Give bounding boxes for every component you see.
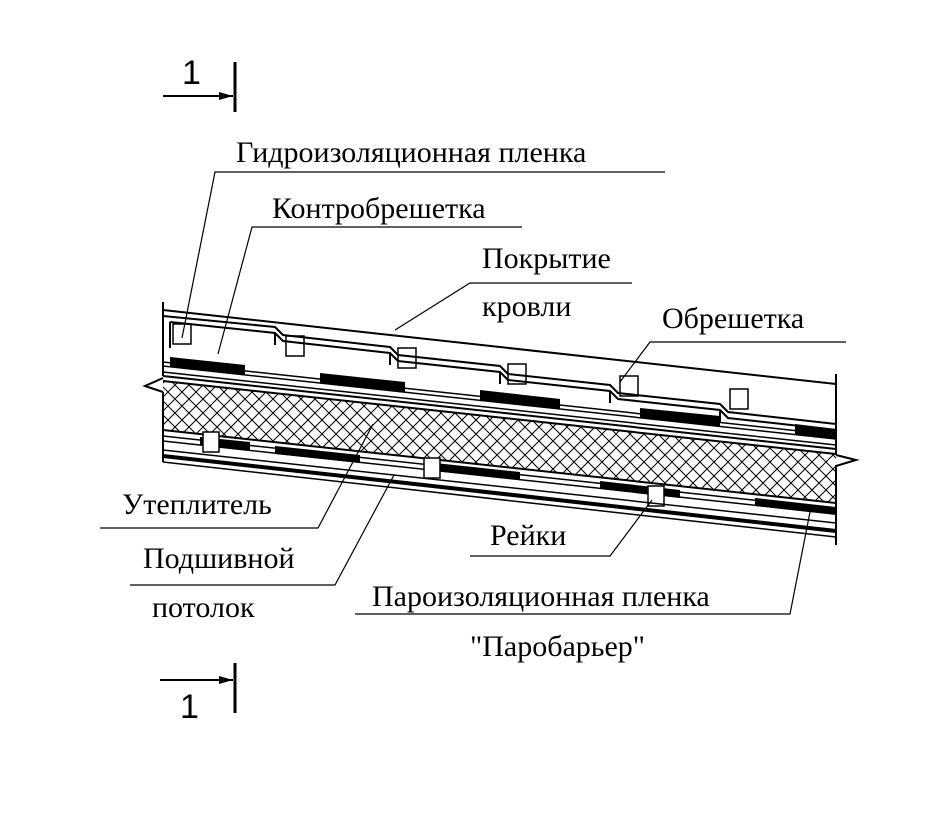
label-roof-covering-1: Покрытие bbox=[482, 242, 611, 275]
section-number-bottom: 1 bbox=[180, 688, 199, 726]
counter-batten-strips bbox=[170, 357, 836, 439]
leader-lines bbox=[100, 171, 846, 615]
slat-boxes bbox=[202, 431, 665, 507]
break-mark-right bbox=[835, 454, 860, 467]
section-marker-top: 1 bbox=[163, 54, 237, 112]
label-vapor-film-1: Пароизоляционная пленка bbox=[372, 580, 710, 613]
label-waterproofing-film: Гидроизоляционная пленка bbox=[236, 136, 586, 169]
label-ceiling-1: Подшивной bbox=[143, 542, 295, 575]
label-ceiling-2: потолок bbox=[152, 591, 255, 624]
section-number-top: 1 bbox=[182, 54, 201, 92]
label-slats: Рейки bbox=[490, 519, 566, 552]
label-insulation: Утеплитель bbox=[122, 488, 272, 521]
section-marker-bottom: 1 bbox=[160, 663, 237, 726]
label-batten: Обрешетка bbox=[662, 302, 804, 335]
waterproofing-film-layer bbox=[162, 361, 837, 450]
battens bbox=[172, 323, 749, 410]
insulation-layer bbox=[162, 380, 837, 504]
roof-covering bbox=[162, 309, 837, 431]
vapor-barrier-ceiling bbox=[162, 449, 837, 538]
label-counter-batten: Контробрешетка bbox=[272, 192, 486, 225]
label-vapor-film-2: "Паробарьер" bbox=[470, 630, 645, 663]
break-mark-left bbox=[142, 377, 164, 393]
label-roof-covering-2: кровли bbox=[482, 290, 571, 323]
